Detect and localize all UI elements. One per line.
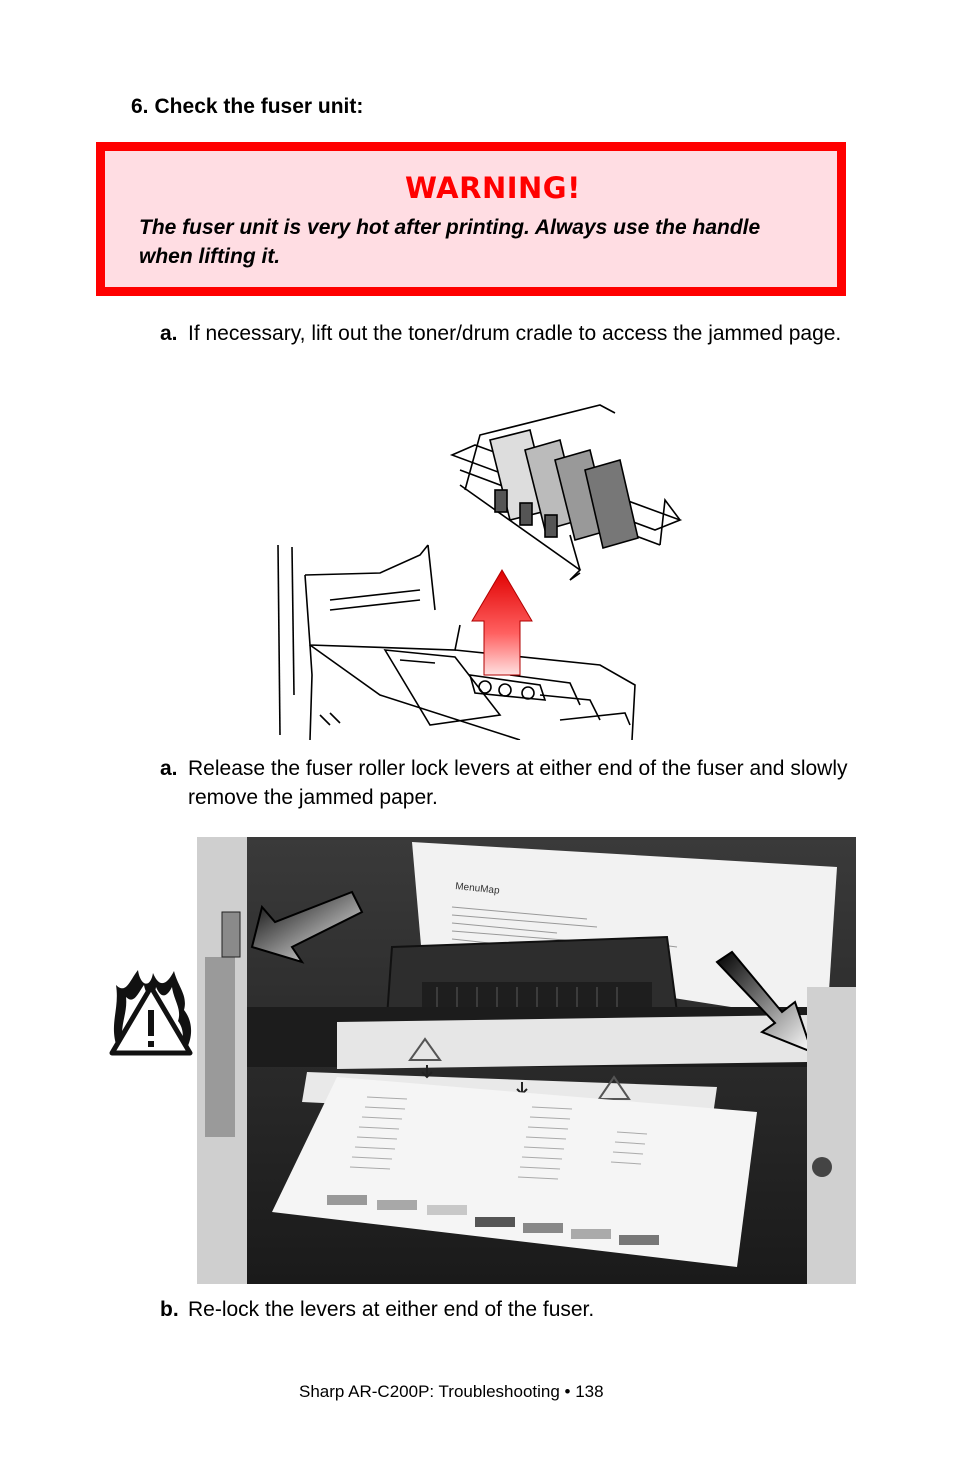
step-title: Check the fuser unit: <box>154 95 364 118</box>
warning-title: WARNING! <box>405 171 581 205</box>
substep-text: Re-lock the levers at either end of the … <box>188 1298 595 1321</box>
printer-body-drawing <box>277 544 636 740</box>
warning-box: WARNING! The fuser unit is very hot afte… <box>96 142 846 296</box>
substep-marker: b. <box>160 1298 179 1321</box>
warning-panel: WARNING! The fuser unit is very hot afte… <box>105 151 837 287</box>
page-footer: Sharp AR-C200P: Troubleshooting • 138 <box>299 1382 604 1401</box>
substep-lift-cradle: a. If necessary, lift out the toner/drum… <box>160 319 860 348</box>
fuser-photo: MenuMap <box>197 837 856 1284</box>
lift-arrow <box>471 569 533 676</box>
substep-marker: a. <box>160 757 178 780</box>
step-heading: 6.Check the fuser unit: <box>131 95 363 119</box>
substep-relock-levers: b. Re-lock the levers at either end of t… <box>160 1295 860 1324</box>
warning-text: The fuser unit is very hot after printin… <box>139 216 761 268</box>
step-number: 6. <box>131 95 149 118</box>
substep-text: If necessary, lift out the toner/drum cr… <box>188 322 842 345</box>
substep-marker: a. <box>160 322 178 345</box>
substep-release-levers: a. Release the fuser roller lock levers … <box>160 754 860 812</box>
hot-surface-caution-icon <box>109 970 193 1056</box>
toner-drum-cradle-drawing <box>449 404 683 581</box>
menu-map-sheet-heading: MenuMap <box>455 881 501 897</box>
substep-text: Release the fuser roller lock levers at … <box>188 757 848 809</box>
cradle-illustration <box>277 404 683 740</box>
